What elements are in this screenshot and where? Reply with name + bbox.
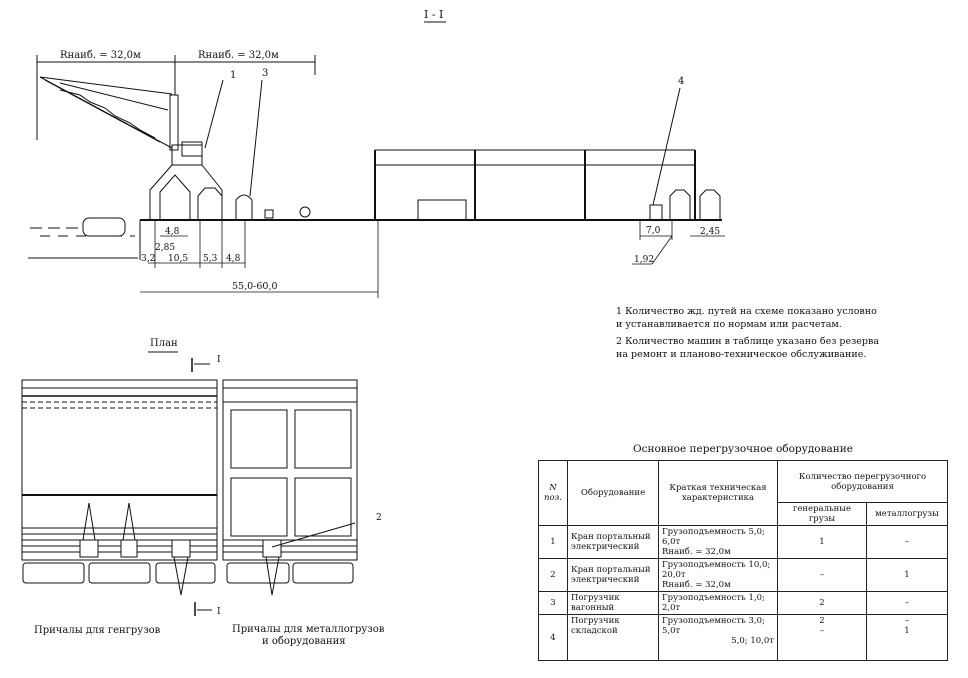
- cell-equipment: Кран портальный электрический: [567, 558, 659, 592]
- table-row: 1 Кран портальный электрический Грузопод…: [538, 525, 948, 559]
- dim-10-5: 10,5: [168, 254, 188, 264]
- caption-general-cargo: Причалы для генгрузов: [34, 625, 161, 636]
- dim-2-85: 2,85: [155, 243, 175, 253]
- dim-5-3: 5,3: [203, 254, 218, 264]
- cell-spec: Грузоподъемность 1,0; 2,0т: [658, 591, 778, 615]
- plan-title: План: [150, 338, 178, 349]
- cell-metal: –: [866, 525, 948, 559]
- notes: 1 Количество жд. путей на схеме показано…: [616, 305, 879, 365]
- spec-line: 5,0; 10,0т: [731, 636, 774, 646]
- dim-1-92: 1,92: [634, 255, 654, 265]
- table-title: Основное перегрузочное оборудование: [632, 443, 854, 455]
- rail-car: [197, 187, 223, 220]
- spec-line: Rнаиб. = 32,0м: [662, 580, 731, 590]
- dim-4-8a: 4,8: [165, 227, 180, 237]
- water-and-vessel: [28, 217, 141, 260]
- cell-general: –: [777, 558, 867, 592]
- reach-left-label: Rнаиб. = 32,0м: [60, 50, 141, 61]
- warehouse: [374, 149, 696, 221]
- cell-equipment: Погрузчик вагонный: [567, 591, 659, 615]
- header-general: генеральные грузы: [777, 502, 867, 526]
- cut-mark-bottom: I: [217, 607, 221, 617]
- note-1-line-2: и устанавливается по нормам или расчетам…: [616, 319, 842, 330]
- dim-3-2: 3,2: [141, 254, 155, 264]
- value: –: [904, 616, 910, 626]
- header-n: N поз.: [538, 460, 568, 526]
- plan-vessels: [22, 562, 354, 584]
- caption-metal-cargo: Причалы для металлогрузов: [232, 624, 385, 635]
- value: –: [819, 626, 825, 636]
- header-qty: Количество перегрузочного оборудования: [777, 460, 948, 503]
- loader-3: [235, 194, 253, 220]
- cell-metal: 1: [866, 558, 948, 592]
- section-title: I - I: [424, 8, 443, 21]
- caption-metal-cargo-line2: и оборудования: [262, 636, 346, 647]
- table-row: 2 Кран портальный электрический Грузопод…: [538, 558, 948, 592]
- dim-7-0: 7,0: [646, 226, 661, 236]
- note-2-line-2: на ремонт и планово-техническое обслужив…: [616, 349, 867, 360]
- cell-general: 2–: [777, 614, 867, 661]
- cell-metal: –1: [866, 614, 948, 661]
- dim-4-8b: 4,8: [226, 254, 241, 264]
- loader-4: [649, 204, 663, 220]
- callout-4: 4: [678, 76, 684, 87]
- header-spec: Краткая техническая характеристика: [658, 460, 778, 526]
- cell-n: 2: [538, 558, 568, 592]
- spec-line: Грузоподъемность 5,0; 6,0т: [662, 527, 765, 547]
- spec-line: Грузоподъемность 3,0; 5,0т: [662, 616, 765, 636]
- table-row: 4 Погрузчик складской Грузоподъемность 3…: [538, 614, 948, 661]
- note-1-line-1: 1 Количество жд. путей на схеме показано…: [616, 306, 877, 317]
- dimension-lines: [140, 220, 725, 298]
- plan-berth-general: [21, 379, 218, 596]
- forklift: [299, 206, 311, 218]
- dim-2-45: 2,45: [700, 227, 720, 237]
- callout-3: 3: [262, 68, 268, 79]
- plan-callout-2: 2: [376, 513, 382, 523]
- note-2-line-1: 2 Количество машин в таблице указано без…: [616, 336, 880, 347]
- plan-berth-metal: [222, 379, 358, 596]
- cell-n: 1: [538, 525, 568, 559]
- cell-n: 3: [538, 591, 568, 615]
- cut-mark-top: I: [217, 355, 221, 365]
- spec-line: Грузоподъемность 10,0; 20,0т: [662, 560, 771, 580]
- equipment-table: N поз. Оборудование Краткая техническая …: [538, 460, 948, 661]
- value: 2: [819, 616, 825, 626]
- value: 1: [904, 626, 910, 636]
- cell-general: 1: [777, 525, 867, 559]
- table-row: 3 Погрузчик вагонный Грузоподъемность 1,…: [538, 591, 948, 615]
- cell-equipment: Погрузчик складской: [567, 614, 659, 661]
- cell-metal: –: [866, 591, 948, 615]
- cell-n: 4: [538, 614, 568, 661]
- cell-equipment: Кран портальный электрический: [567, 525, 659, 559]
- cell-general: 2: [777, 591, 867, 615]
- callout-1: 1: [230, 70, 236, 81]
- dim-total: 55,0-60,0: [232, 281, 278, 292]
- reach-right-label: Rнаиб. = 32,0м: [198, 50, 279, 61]
- header-equipment: Оборудование: [567, 460, 659, 526]
- header-metal: металлогрузы: [866, 502, 948, 526]
- spec-line: Rнаиб. = 32,0м: [662, 547, 731, 557]
- portal-crane: [39, 76, 223, 220]
